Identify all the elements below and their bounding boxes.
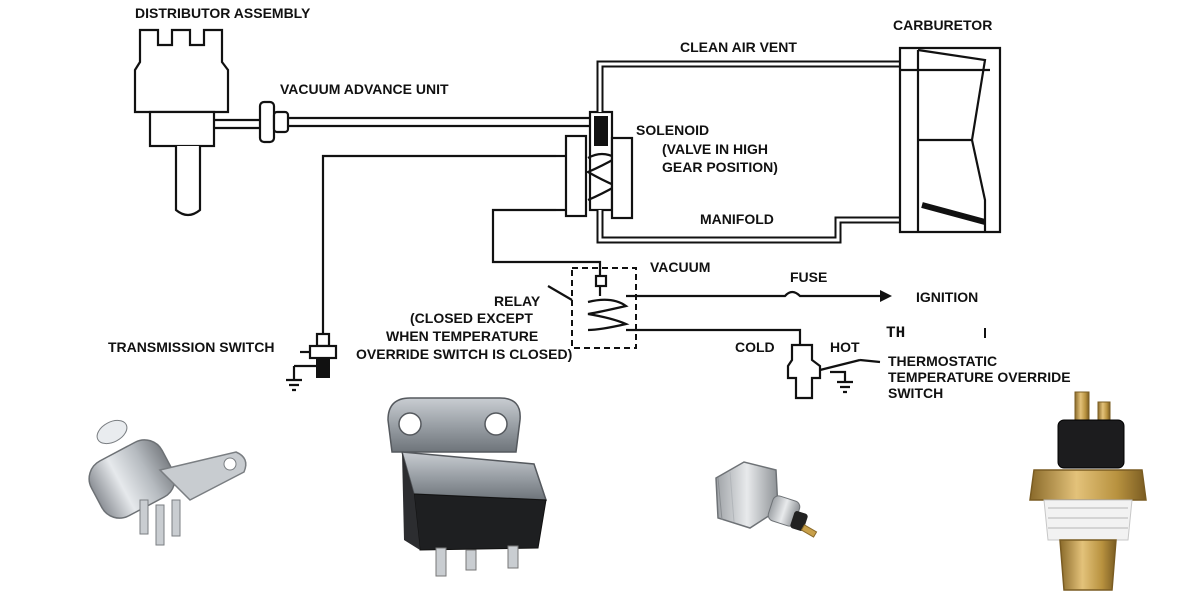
transmission-switch-label: TRANSMISSION SWITCH: [108, 339, 274, 355]
transmission-switch: [286, 332, 338, 392]
vacuum-label: VACUUM: [650, 259, 710, 275]
solenoid-note-2: GEAR POSITION): [662, 159, 778, 175]
distributor-label: DISTRIBUTOR ASSEMBLY: [135, 5, 311, 21]
relay-note-3: OVERRIDE SWITCH IS CLOSED): [356, 346, 572, 362]
distributor-assembly: [133, 28, 230, 217]
ignition-label: IGNITION: [916, 289, 978, 305]
transmission-switch-photo: [715, 461, 818, 538]
manifold-label: MANIFOLD: [700, 211, 774, 227]
temperature-switch-photo: [1029, 391, 1147, 591]
th-mark: TH: [886, 324, 905, 342]
vacuum-advance-label: VACUUM ADVANCE UNIT: [280, 81, 449, 97]
relay-note-2: WHEN TEMPERATURE: [386, 328, 538, 344]
thermostatic-label-2: TEMPERATURE OVERRIDE: [888, 369, 1071, 385]
solenoid-label: SOLENOID: [636, 122, 709, 138]
fuse-label: FUSE: [790, 269, 827, 285]
fuse: [626, 290, 892, 302]
carburetor: [898, 46, 1002, 234]
relay-label: RELAY: [494, 293, 541, 309]
hot-label: HOT: [830, 339, 860, 355]
relay: [547, 267, 802, 349]
solenoid-note-1: (VALVE IN HIGH: [662, 141, 768, 157]
relay-photo: [387, 397, 548, 577]
thermostatic-label-1: THERMOSTATIC: [888, 353, 997, 369]
vacuum-solenoid-photo: [88, 419, 247, 546]
thermostatic-label-3: SWITCH: [888, 385, 943, 401]
clean-air-vent-label: CLEAN AIR VENT: [680, 39, 797, 55]
vacuum-advance-unit: [214, 100, 290, 144]
relay-note-1: (CLOSED EXCEPT: [410, 310, 533, 326]
cold-label: COLD: [735, 339, 775, 355]
solenoid-valve: [556, 110, 634, 220]
temperature-override-switch: [786, 343, 881, 400]
carburetor-label: CARBURETOR: [893, 17, 992, 33]
